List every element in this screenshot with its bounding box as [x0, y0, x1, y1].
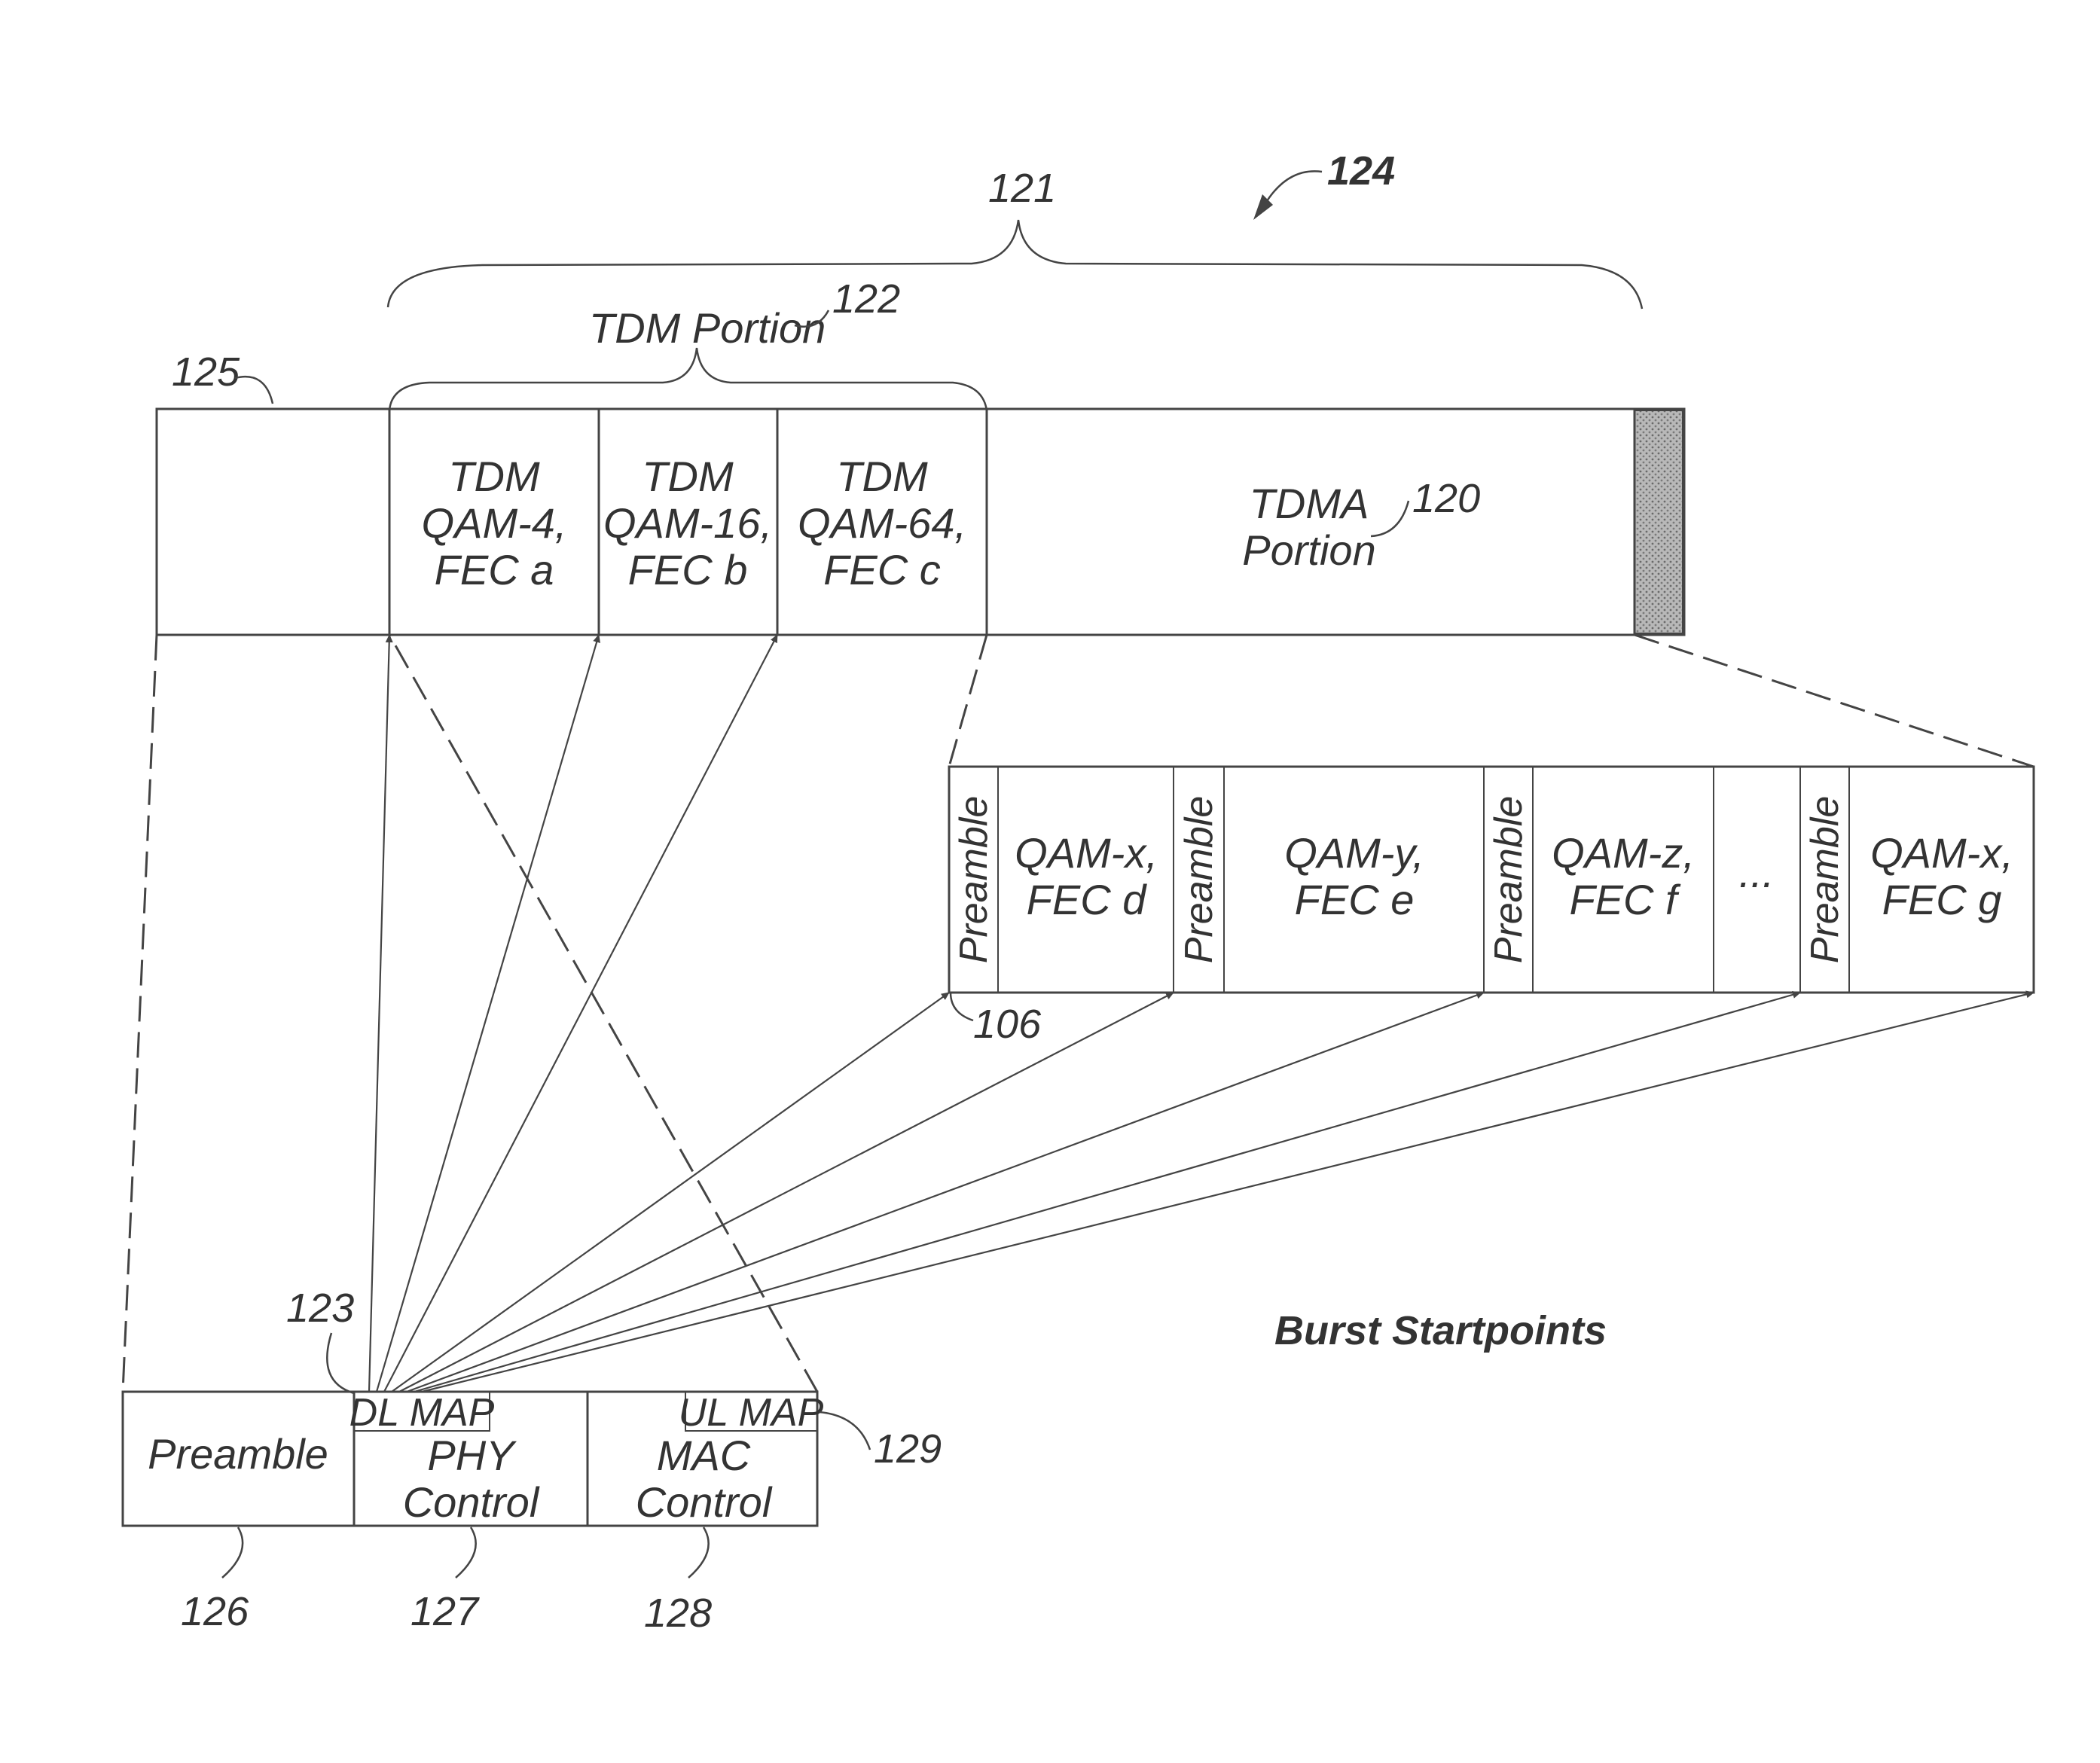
svg-text:TDM: TDM — [642, 453, 734, 500]
burst-pointer-arrows — [369, 635, 2034, 1392]
mac-control-ref-128: 128 — [644, 1591, 712, 1636]
svg-text:FEC g: FEC g — [1882, 876, 2002, 923]
preamble-ref-126: 126 — [181, 1589, 249, 1634]
tdm-portion-ref: 122 — [832, 276, 900, 322]
svg-text:QAM-64,: QAM-64, — [798, 499, 966, 547]
dl-map-label: DL MAP — [349, 1391, 495, 1435]
svg-text:TDM: TDM — [836, 453, 928, 500]
header-mac-control: MAC Control — [636, 1432, 773, 1526]
brace-121-label: 121 — [988, 166, 1056, 211]
burst-ref-106: 106 — [973, 1002, 1042, 1047]
svg-text:FEC b: FEC b — [628, 546, 748, 593]
svg-text:QAM-y,: QAM-y, — [1284, 829, 1424, 877]
svg-text:FEC d: FEC d — [1027, 876, 1148, 923]
svg-text:MAC: MAC — [657, 1432, 751, 1479]
tdm-portion-brace: TDM Portion 122 — [389, 276, 987, 410]
header-phy-control: PHY Control — [403, 1432, 540, 1526]
tdm-portion-label: TDM Portion — [589, 304, 826, 352]
svg-text:Control: Control — [636, 1478, 773, 1526]
tdm-cell-qam16: TDM QAM-16, FEC b — [603, 453, 772, 593]
phy-control-ref-127: 127 — [411, 1589, 480, 1634]
frame-ref-label: 125 — [172, 349, 240, 395]
burst-qam-x-g: QAM-x, FEC g — [1870, 829, 2013, 923]
burst-preamble-3: Preamble — [1487, 796, 1531, 964]
ul-map-ref-129: 129 — [874, 1426, 942, 1472]
burst-qam-x-d: QAM-x, FEC d — [1015, 829, 1158, 923]
burst-qam-z-f: QAM-z, FEC f — [1552, 829, 1695, 923]
tdm-cell-qam4: TDM QAM-4, FEC a — [422, 453, 567, 593]
burst-preamble-4: Preamble — [1803, 796, 1847, 964]
svg-text:Portion: Portion — [1242, 526, 1375, 574]
svg-text:QAM-x,: QAM-x, — [1870, 829, 2013, 877]
tdma-portion-ref: 120 — [1412, 476, 1480, 521]
ul-map-label: UL MAP — [679, 1391, 824, 1435]
svg-text:Control: Control — [403, 1478, 540, 1526]
svg-text:Preamble: Preamble — [148, 1430, 328, 1478]
svg-text:TDMA: TDMA — [1250, 480, 1369, 527]
svg-text:PHY: PHY — [427, 1432, 517, 1479]
header-preamble: Preamble — [148, 1430, 328, 1478]
brace-121: 121 — [388, 166, 1642, 309]
tdma-portion: TDMA Portion 120 — [1242, 476, 1480, 574]
svg-text:FEC a: FEC a — [435, 546, 554, 593]
burst-ellipsis: ... — [1739, 849, 1775, 896]
figure-ref-label: 124 — [1327, 148, 1395, 194]
downlink-frame: 125 TDM QAM-4, FEC a TDM QAM-16, FEC b T… — [157, 349, 1684, 635]
burst-startpoints-label: Burst Startpoints — [1274, 1308, 1607, 1353]
svg-text:QAM-z,: QAM-z, — [1552, 829, 1695, 877]
svg-text:QAM-4,: QAM-4, — [422, 499, 567, 547]
svg-text:QAM-16,: QAM-16, — [603, 499, 772, 547]
svg-text:FEC c: FEC c — [823, 546, 941, 593]
frame-header: Preamble DL MAP UL MAP PHY Control MAC C… — [123, 1286, 942, 1636]
dl-map-ref-123: 123 — [286, 1286, 354, 1331]
figure-ref-124: 124 — [1253, 148, 1395, 220]
burst-preamble-1: Preamble — [952, 796, 996, 964]
burst-qam-y-e: QAM-y, FEC e — [1284, 829, 1424, 923]
tdma-bursts: Preamble Preamble Preamble Preamble QAM-… — [949, 767, 2034, 1047]
svg-text:FEC f: FEC f — [1569, 876, 1681, 923]
svg-text:QAM-x,: QAM-x, — [1015, 829, 1158, 877]
guard-interval — [1635, 410, 1683, 633]
svg-text:TDM: TDM — [448, 453, 540, 500]
tdm-cell-qam64: TDM QAM-64, FEC c — [798, 453, 966, 593]
svg-text:FEC e: FEC e — [1295, 876, 1415, 923]
burst-preamble-2: Preamble — [1177, 796, 1221, 964]
